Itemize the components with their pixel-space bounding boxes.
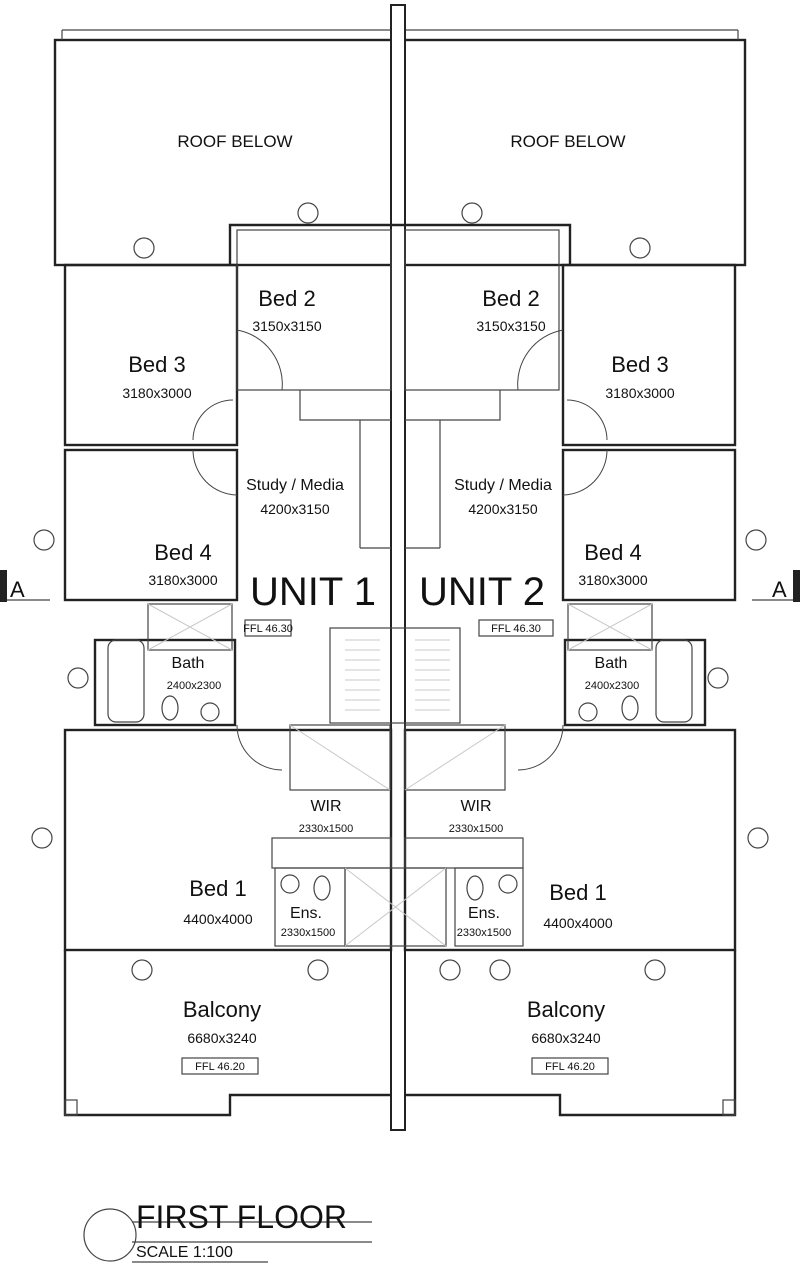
room-name-balcony-left: Balcony — [183, 997, 261, 1022]
ffl-unit2: FFL 46.30 — [491, 623, 541, 635]
room-dim-bed4-right: 3180x3000 — [578, 572, 648, 588]
unit-label-2: UNIT 2 — [419, 570, 545, 614]
room-name-bath-left: Bath — [172, 655, 205, 672]
room-name-ens-left: Ens. — [290, 905, 322, 922]
room-dim-ens-left: 2330x1500 — [281, 927, 335, 939]
party-wall-outline — [390, 4, 406, 1131]
room-name-bed3-right: Bed 3 — [611, 352, 669, 377]
section-label-right: A — [772, 577, 787, 602]
roof-label-right: ROOF BELOW — [510, 132, 625, 151]
ffl-balcony-left: FFL 46.20 — [195, 1061, 245, 1073]
title-block: FIRST FLOOR SCALE 1:100 — [83, 1199, 372, 1263]
unit-label-1: UNIT 1 — [250, 570, 376, 614]
party-wall — [390, 4, 406, 1131]
room-dim-bed2-right: 3150x3150 — [476, 318, 546, 334]
room-dim-bed1-right: 4400x4000 — [543, 915, 613, 931]
room-name-bed1-right: Bed 1 — [549, 880, 607, 905]
staircase — [289, 627, 506, 791]
ffl-box-unit1 — [244, 619, 292, 637]
ffl-box-balcony-left — [181, 1057, 259, 1075]
building-outline — [63, 223, 737, 1117]
room-dim-bed3-right: 3180x3000 — [605, 385, 675, 401]
room-dim-wir-left: 2330x1500 — [299, 823, 353, 835]
room-dim-bed4-left: 3180x3000 — [148, 572, 218, 588]
bed4-left-walls — [63, 448, 239, 602]
room-dim-balcony-left: 6680x3240 — [187, 1030, 257, 1046]
ceiling-fixtures — [31, 202, 769, 981]
bed3-right-walls — [561, 263, 737, 447]
ffl-box-unit2 — [478, 619, 554, 637]
section-arrow-right — [793, 570, 800, 602]
door-swings — [192, 329, 608, 771]
room-dim-ens-right: 2330x1500 — [457, 927, 511, 939]
section-marker-left: A — [0, 570, 50, 602]
section-arrow-left — [0, 570, 7, 602]
room-name-wir-right: WIR — [460, 798, 491, 815]
section-marker-right: A — [752, 570, 800, 602]
ffl-box-balcony-right — [531, 1057, 609, 1075]
room-name-bed2-left: Bed 2 — [258, 286, 316, 311]
balcony-left-walls — [63, 950, 391, 1117]
room-dim-wir-right: 2330x1500 — [449, 823, 503, 835]
ffl-unit1: FFL 46.30 — [243, 623, 293, 635]
section-label-left: A — [10, 577, 25, 602]
room-dim-study-left: 4200x3150 — [260, 501, 330, 517]
room-name-bed1-left: Bed 1 — [189, 876, 247, 901]
room-dim-bed1-left: 4400x4000 — [183, 911, 253, 927]
room-dim-bath-right: 2400x2300 — [585, 680, 639, 692]
bed2-left-walls — [236, 229, 392, 391]
title-circle — [83, 1208, 137, 1262]
room-name-study-left: Study / Media — [246, 477, 344, 494]
room-dim-balcony-right: 6680x3240 — [531, 1030, 601, 1046]
room-name-study-right: Study / Media — [454, 477, 552, 494]
balcony-right-walls — [405, 950, 737, 1117]
drawing-title: FIRST FLOOR — [136, 1199, 347, 1235]
bed2-right-walls — [404, 229, 560, 391]
ffl-balcony-right: FFL 46.20 — [545, 1061, 595, 1073]
room-dim-study-right: 4200x3150 — [468, 501, 538, 517]
room-dim-bed2-left: 3150x3150 — [252, 318, 322, 334]
bed4-right-walls — [561, 448, 737, 602]
room-name-bed3-left: Bed 3 — [128, 352, 186, 377]
room-dim-bath-left: 2400x2300 — [167, 680, 221, 692]
room-dim-bed3-left: 3180x3000 — [122, 385, 192, 401]
room-name-bath-right: Bath — [595, 655, 628, 672]
bath-left-walls — [93, 638, 237, 727]
room-name-bed4-right: Bed 4 — [584, 540, 642, 565]
roof-label-left: ROOF BELOW — [177, 132, 292, 151]
drawing-scale: SCALE 1:100 — [136, 1244, 233, 1261]
bath-right-walls — [563, 638, 707, 727]
room-name-bed2-right: Bed 2 — [482, 286, 540, 311]
room-name-balcony-right: Balcony — [527, 997, 605, 1022]
room-name-ens-right: Ens. — [468, 905, 500, 922]
room-name-bed4-left: Bed 4 — [154, 540, 212, 565]
room-name-wir-left: WIR — [310, 798, 341, 815]
